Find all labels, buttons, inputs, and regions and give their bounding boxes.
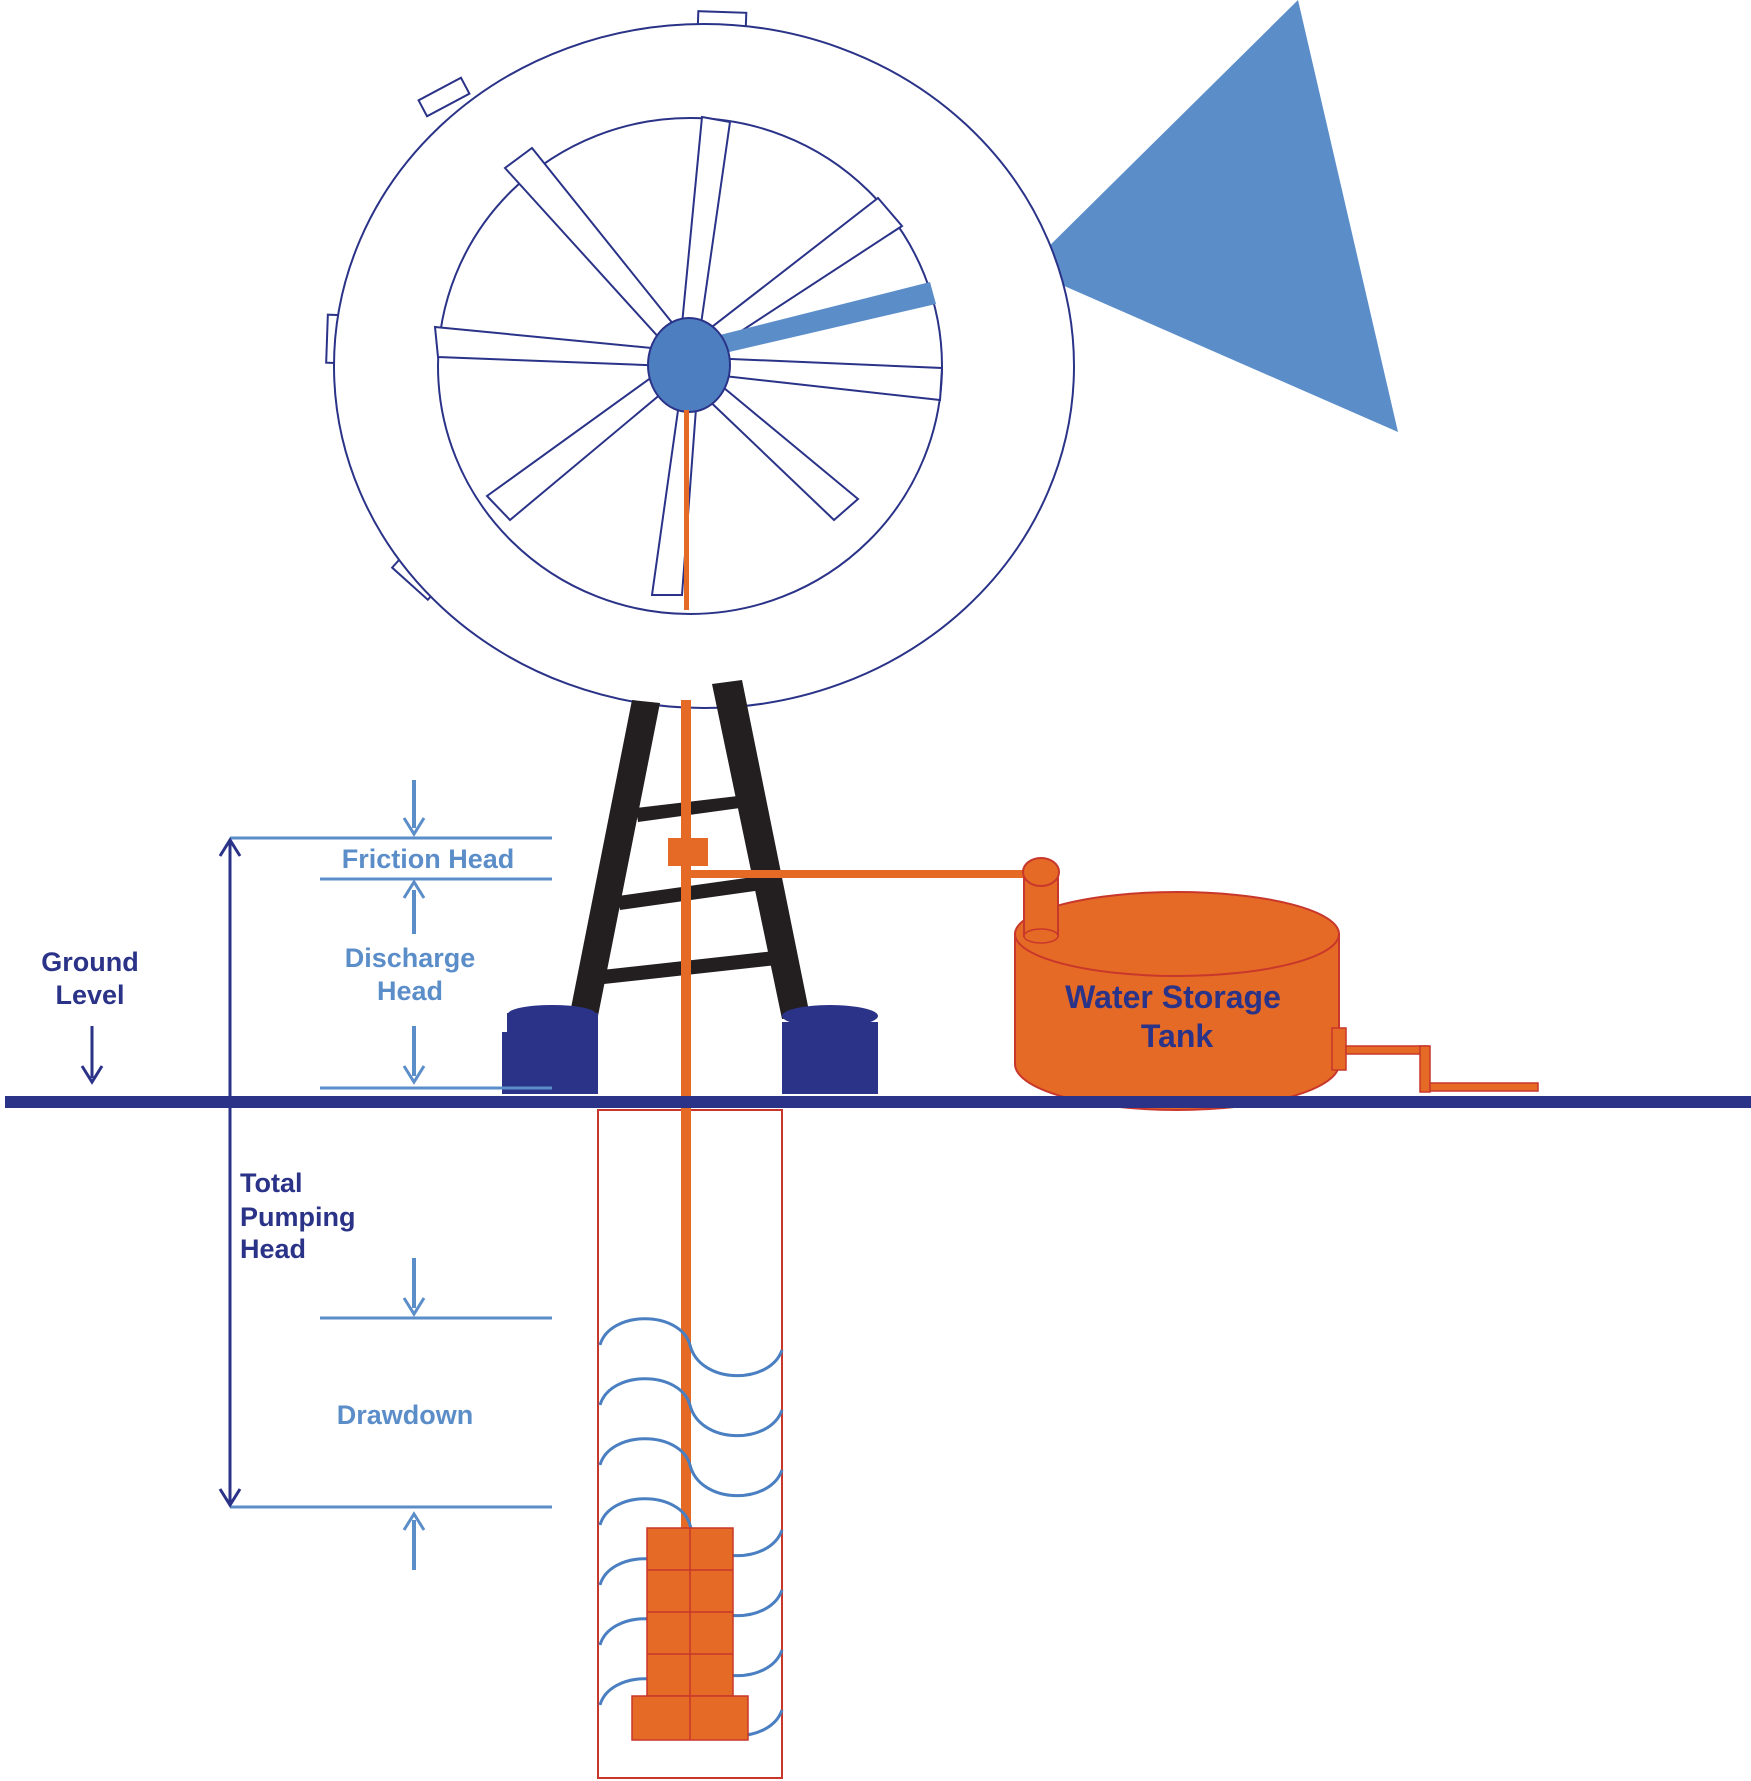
tail-vane	[1020, 0, 1398, 432]
discharge-head-label-line1: Discharge	[345, 943, 476, 973]
windmill-tower	[570, 680, 810, 1019]
rotor-hub	[647, 317, 731, 413]
crank-arm	[708, 282, 936, 356]
drawdown-label: Drawdown	[337, 1400, 474, 1430]
water-storage-tank	[1014, 857, 1340, 1111]
ground-level-label-line2: Level	[55, 980, 124, 1010]
tank-outlet-tap	[1331, 1027, 1539, 1093]
total-pumping-head-label-line3: Head	[240, 1234, 306, 1264]
friction-head-label: Friction Head	[342, 844, 515, 874]
pump-cylinder	[631, 1527, 749, 1741]
drawdown-down-arrow	[402, 1258, 426, 1317]
discharge-head-label-line2: Head	[377, 976, 443, 1006]
delivery-pipe	[690, 870, 1030, 878]
tower-footings	[502, 1005, 878, 1094]
total-pumping-head-label-line2: Pumping	[240, 1202, 356, 1232]
friction-head-down-arrow	[402, 780, 426, 837]
ground-level-label-line1: Ground	[41, 947, 138, 977]
drawdown-up-arrow	[402, 1511, 426, 1570]
total-pumping-head-arrow	[218, 837, 242, 1508]
pump-rod-upper	[684, 410, 689, 610]
pump-rod-well	[681, 1108, 691, 1528]
head-reference-lines	[230, 836, 552, 1509]
rotor-blades	[433, 115, 944, 596]
tank-label-line1: Water Storage	[1065, 979, 1281, 1015]
discharge-head-up-arrow	[402, 879, 426, 934]
total-pumping-head-label-line1: Total	[240, 1168, 303, 1198]
pump-rod-coupling	[668, 838, 708, 866]
discharge-head-down-arrow	[402, 1026, 426, 1085]
tank-label-line2: Tank	[1141, 1018, 1214, 1054]
ground-level-arrow	[80, 1026, 104, 1085]
ground-line	[5, 1096, 1751, 1108]
